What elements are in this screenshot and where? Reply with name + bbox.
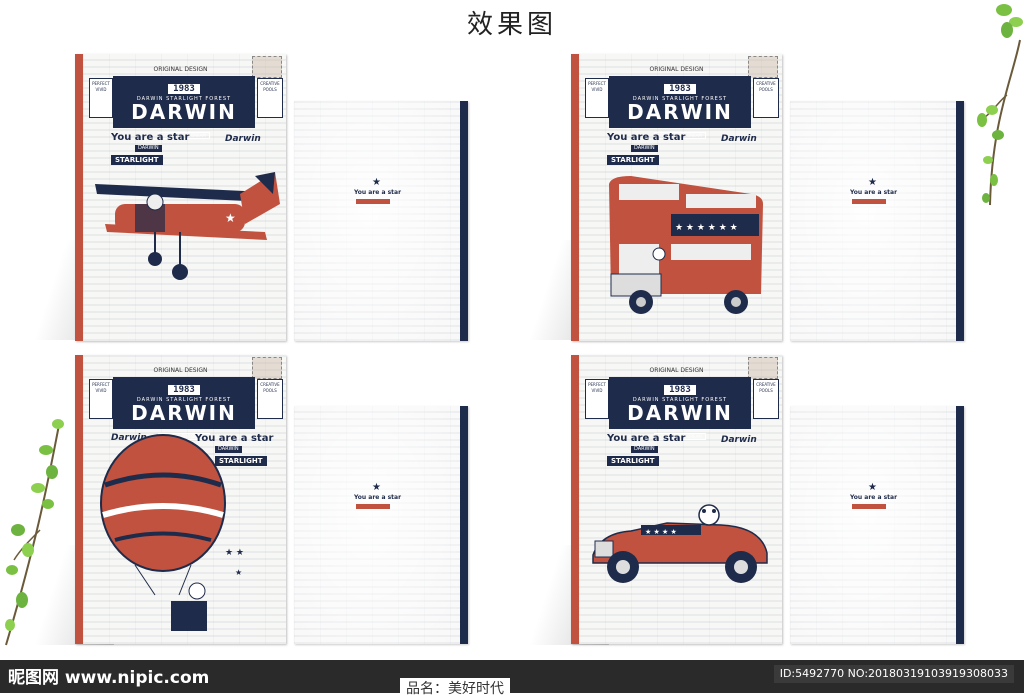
badge-left: PERFECT VIVID [89, 379, 113, 419]
badge-right: CREATIVE POOLS [753, 78, 779, 118]
front-cover: ORIGINAL DESIGN PERFECT VIVID 1983 DARWI… [75, 54, 286, 341]
cover-spine [571, 355, 579, 644]
back-slogan: You are a star [354, 189, 402, 196]
darwin-line: DARWIN [631, 145, 658, 152]
badge-right: CREATIVE POOLS [257, 78, 283, 118]
page-title: 效果图 [466, 10, 557, 40]
svg-text:★: ★ [235, 568, 242, 577]
darwin-line: DARWIN [631, 446, 658, 453]
postage-stamp [252, 357, 282, 379]
back-cover: ★ You are a star [294, 406, 468, 644]
back-red-tag [852, 199, 886, 204]
brand-tagline: LOOKING FOR DREAM [654, 132, 706, 139]
front-cover: ORIGINAL DESIGN PERFECT VIVID 1983 DARWI… [571, 355, 782, 644]
slogan: You are a star [111, 132, 190, 143]
back-cover: ★ You are a star [294, 101, 468, 341]
car-illustration: ★ ★ ★ ★ [592, 504, 768, 583]
brand-tagline: LOOKING FOR DREAM [158, 132, 210, 139]
original-design-label: ORIGINAL DESIGN [153, 367, 208, 374]
star-icon: ★ [372, 482, 381, 493]
star-icon: ★ [868, 177, 877, 188]
back-slogan: You are a star [850, 189, 898, 196]
back-red-tag [852, 504, 886, 509]
back-spine [460, 101, 468, 341]
back-cover: ★ You are a star [790, 101, 964, 341]
year-label: 1983 [168, 385, 200, 395]
brand-name: DARWIN [627, 100, 733, 124]
darwin-small-label: Darwin [225, 134, 261, 144]
bus-illustration: ★ ★ ★ ★ ★ ★ [609, 176, 763, 314]
back-red-tag [356, 504, 390, 509]
darwin-line: DARWIN [215, 446, 242, 453]
brand-subtitle: DARWIN STARLIGHT FOREST [136, 96, 232, 102]
product-name: 品名：美好时代 [400, 678, 510, 698]
badge-right: CREATIVE POOLS [257, 379, 283, 419]
branch-top-right [977, 4, 1023, 206]
darwin-small-label: Darwin [721, 134, 757, 144]
brand-name: DARWIN [131, 401, 237, 425]
cover-spine [571, 54, 579, 341]
image-id: ID:5492770 NO:20180319103919308033 [773, 665, 1014, 683]
year-label: 1983 [664, 84, 696, 94]
badge-left: PERFECT VIVID [89, 78, 113, 118]
badge-right: CREATIVE POOLS [753, 379, 779, 419]
back-spine [460, 406, 468, 644]
darwin-small-label: Darwin [721, 435, 757, 445]
front-cover: ORIGINAL DESIGN PERFECT VIVID 1983 DARWI… [75, 355, 286, 644]
postage-stamp [748, 56, 778, 78]
svg-text:★: ★ [225, 211, 236, 225]
back-spine [956, 101, 964, 341]
starlight-label: STARLIGHT [607, 155, 659, 165]
back-slogan: You are a star [354, 494, 402, 501]
footer-bar [0, 660, 1024, 693]
slogan: You are a star [195, 433, 274, 444]
brand-subtitle: DARWIN STARLIGHT FOREST [632, 397, 728, 403]
slogan: You are a star [607, 433, 686, 444]
starlight-label: STARLIGHT [607, 456, 659, 466]
balloon-illustration: ★ ★ ★ [100, 434, 244, 631]
darwin-line: DARWIN [135, 145, 162, 152]
brand-banner: 1983 DARWIN STARLIGHT FOREST DARWIN LOOK… [609, 377, 751, 440]
star-icon: ★ [372, 177, 381, 188]
back-red-tag [356, 199, 390, 204]
cover-spine [75, 355, 83, 644]
slogan: You are a star [607, 132, 686, 143]
site-logo[interactable]: 昵图网 www.nipic.com [8, 668, 210, 688]
front-cover: ORIGINAL DESIGN PERFECT VIVID 1983 DARWI… [571, 54, 782, 341]
svg-text:★ ★: ★ ★ [225, 548, 244, 558]
brand-tagline: LOOKING FOR DREAM [654, 433, 706, 440]
brand-name: DARWIN [131, 100, 237, 124]
biplane-illustration: ★ [95, 172, 280, 280]
star-icon: ★ [868, 482, 877, 493]
starlight-label: STARLIGHT [111, 155, 163, 165]
badge-left: PERFECT VIVID [585, 379, 609, 419]
postage-stamp [748, 357, 778, 379]
svg-text:★ ★ ★ ★ ★ ★: ★ ★ ★ ★ ★ ★ [675, 223, 738, 233]
starlight-label: STARLIGHT [215, 456, 267, 466]
branch-bottom-left [5, 419, 64, 646]
brand-banner: 1983 DARWIN STARLIGHT FOREST DARWIN LOOK… [113, 377, 255, 440]
original-design-label: ORIGINAL DESIGN [153, 66, 208, 73]
back-cover: ★ You are a star [790, 406, 964, 644]
badge-left: PERFECT VIVID [585, 78, 609, 118]
brand-subtitle: DARWIN STARLIGHT FOREST [136, 397, 232, 403]
brand-banner: 1983 DARWIN STARLIGHT FOREST DARWIN LOOK… [113, 76, 255, 139]
brand-name: DARWIN [627, 401, 733, 425]
brand-banner: 1983 DARWIN STARLIGHT FOREST DARWIN LOOK… [609, 76, 751, 139]
brand-subtitle: DARWIN STARLIGHT FOREST [632, 96, 728, 102]
darwin-small-label: Darwin [111, 433, 147, 443]
postage-stamp [252, 56, 282, 78]
svg-text:★ ★ ★ ★: ★ ★ ★ ★ [645, 528, 677, 536]
original-design-label: ORIGINAL DESIGN [649, 66, 704, 73]
back-spine [956, 406, 964, 644]
cover-spine [75, 54, 83, 341]
original-design-label: ORIGINAL DESIGN [649, 367, 704, 374]
year-label: 1983 [664, 385, 696, 395]
back-slogan: You are a star [850, 494, 898, 501]
year-label: 1983 [168, 84, 200, 94]
